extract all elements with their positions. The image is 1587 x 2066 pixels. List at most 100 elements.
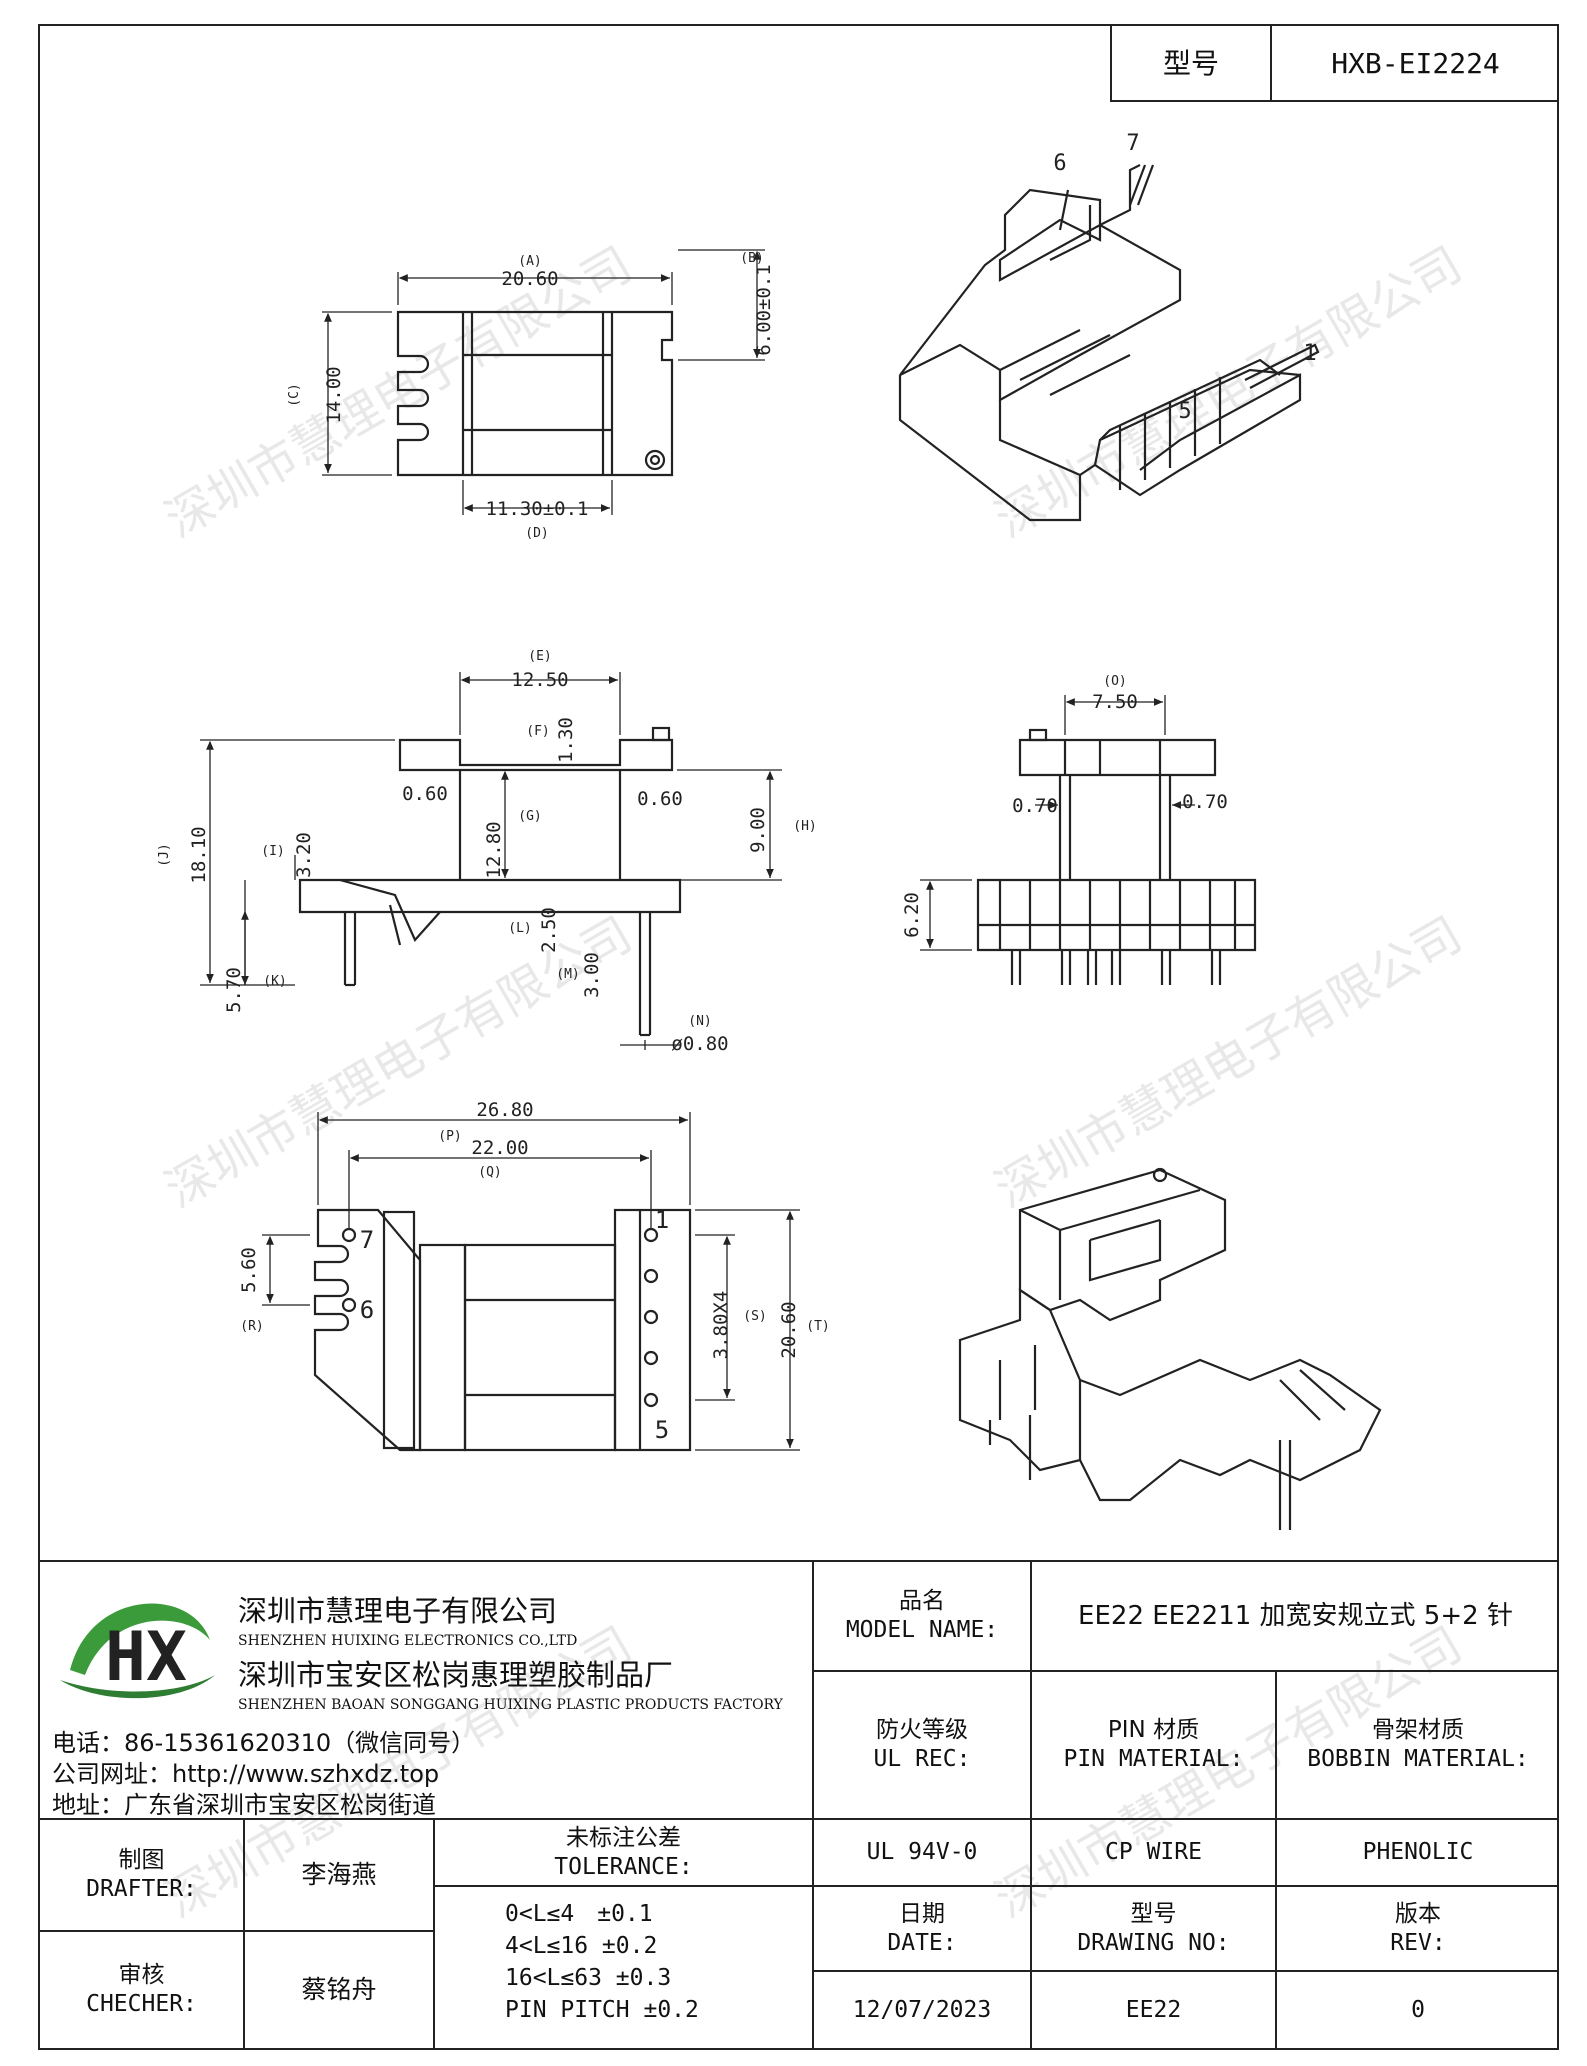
rev-label: 版本 REV: bbox=[1277, 1887, 1559, 1970]
side-gap-right: 0.70 bbox=[1182, 791, 1228, 813]
date-label-en: DATE: bbox=[887, 1929, 957, 1956]
model-value: HXB-EI2224 bbox=[1331, 46, 1500, 80]
company-name-en: SHENZHEN HUIXING ELECTRONICS CO.,LTD bbox=[238, 1633, 578, 1649]
tb-top bbox=[38, 1560, 1559, 1562]
tolerance-label-en: TOLERANCE: bbox=[554, 1853, 693, 1880]
tb-h4 bbox=[38, 1930, 434, 1932]
tb-v3 bbox=[1275, 1670, 1277, 2050]
gap-left: 0.60 bbox=[402, 783, 448, 805]
dim-m-tag: (M) bbox=[556, 967, 579, 982]
dim-s: 3.80X4 bbox=[710, 1291, 732, 1360]
ul-rec-label-cn: 防火等级 bbox=[876, 1717, 968, 1744]
dim-j: 18.10 bbox=[188, 826, 210, 883]
dim-n-tag: (N) bbox=[688, 1014, 711, 1029]
dim-g-tag: (G) bbox=[518, 809, 541, 824]
tolerance-item: 4<L≤16 ±0.2 bbox=[505, 1933, 658, 1959]
dim-e-tag: (E) bbox=[528, 649, 551, 664]
date-label-cn: 日期 bbox=[899, 1900, 945, 1927]
technical-drawing: (A) 20.60 (B) 6.00±0.1 (C) 14.00 11.30±0… bbox=[157, 131, 1382, 1530]
product-name-label-en: MODEL NAME: bbox=[845, 1617, 999, 1643]
dim-l: 2.50 bbox=[538, 907, 560, 953]
pin-7-label: 7 bbox=[360, 1226, 374, 1254]
dim-k: 5.70 bbox=[223, 967, 245, 1013]
dim-h-tag: (H) bbox=[793, 819, 816, 834]
company-phone: 电话：86-15361620310（微信同号） bbox=[52, 1729, 476, 1757]
dim-r: 5.60 bbox=[238, 1247, 260, 1293]
side-height: 6.20 bbox=[901, 892, 923, 938]
tb-v5 bbox=[433, 1818, 435, 2050]
rev-value: 0 bbox=[1411, 1996, 1425, 2023]
drawing-sheet bbox=[38, 24, 1559, 2050]
dim-o-tag: (O) bbox=[1103, 674, 1126, 689]
tb-v4 bbox=[243, 1818, 245, 2050]
dim-f: 1.30 bbox=[555, 717, 577, 763]
dim-c-tag: (C) bbox=[287, 383, 302, 406]
pin-material-label: PIN 材质 PIN MATERIAL: bbox=[1032, 1672, 1275, 1818]
dim-q-tag: (Q) bbox=[478, 1165, 501, 1180]
ul-rec-value: UL 94V-0 bbox=[866, 1839, 978, 1866]
top-view bbox=[322, 249, 765, 515]
tb-h2 bbox=[38, 1818, 1559, 1820]
drawing-no-label: 型号 DRAWING NO: bbox=[1032, 1887, 1275, 1970]
date-label: 日期 DATE: bbox=[814, 1887, 1030, 1970]
checker-label: 审核 CHECHER: bbox=[40, 1932, 243, 2048]
tolerance-list: 0<L≤4 ±0.1 4<L≤16 ±0.2 16<L≤63 ±0.3 PIN … bbox=[505, 1898, 699, 2026]
product-name-value: EE22 EE2211 加宽安规立式 5+2 针 bbox=[1078, 1600, 1513, 1631]
dim-m: 3.00 bbox=[581, 952, 603, 998]
header-divider bbox=[1110, 24, 1112, 102]
dim-r-tag: (R) bbox=[240, 1319, 263, 1334]
dim-o: 7.50 bbox=[1092, 691, 1138, 713]
dim-g: 12.80 bbox=[483, 821, 505, 878]
company-logo: HX bbox=[60, 1603, 215, 1699]
product-name-label-cn: 品名 bbox=[899, 1588, 945, 1615]
tb-h1 bbox=[812, 1670, 1559, 1672]
dim-b-tag: (B) bbox=[740, 251, 763, 266]
dim-t: 20.60 bbox=[778, 1301, 800, 1358]
iso-pin-6: 6 bbox=[1053, 151, 1066, 176]
dim-d-tag: (D) bbox=[525, 526, 548, 541]
company-name-cn: 深圳市慧理电子有限公司 bbox=[238, 1594, 558, 1628]
model-label: 型号 bbox=[1162, 46, 1219, 80]
tolerance-label-cn: 未标注公差 bbox=[566, 1824, 681, 1851]
side-view bbox=[920, 695, 1257, 985]
tolerance-item: 16<L≤63 ±0.3 bbox=[505, 1965, 672, 1991]
bobbin-material-label: 骨架材质 BOBBIN MATERIAL: bbox=[1277, 1672, 1559, 1818]
dim-k-tag: (K) bbox=[263, 974, 286, 989]
factory-name-en: SHENZHEN BAOAN SONGGANG HUIXING PLASTIC … bbox=[238, 1697, 783, 1713]
bobbin-material-label-cn: 骨架材质 bbox=[1372, 1717, 1464, 1744]
header-bottom bbox=[1110, 100, 1559, 102]
company-website[interactable]: 公司网址：http://www.szhxdz.top bbox=[52, 1760, 440, 1788]
dim-p-tag: (P) bbox=[438, 1129, 461, 1144]
dim-s-tag: (S) bbox=[743, 1309, 766, 1324]
dim-n: ø0.80 bbox=[671, 1033, 728, 1055]
drafter-value: 李海燕 bbox=[301, 1860, 377, 1890]
product-name-label: 品名 MODEL NAME: bbox=[814, 1562, 1030, 1670]
gap-right: 0.60 bbox=[637, 788, 683, 810]
header-mid bbox=[1270, 24, 1272, 102]
dim-f-tag: (F) bbox=[526, 724, 549, 739]
ul-rec-label: 防火等级 UL REC: bbox=[814, 1672, 1030, 1818]
dim-l-tag: (L) bbox=[508, 921, 531, 936]
tb-h5 bbox=[812, 1970, 1559, 1972]
dim-j-tag: (J) bbox=[157, 843, 172, 866]
checker-value: 蔡铭舟 bbox=[301, 1975, 377, 2005]
dim-i: 3.20 bbox=[293, 832, 315, 878]
iso-view-bottom bbox=[958, 1167, 1382, 1530]
tb-v2 bbox=[1030, 1560, 1032, 2050]
dim-b: 6.00±0.1 bbox=[753, 264, 775, 356]
drawing-no-value: EE22 bbox=[1125, 1996, 1182, 2023]
checker-label-en: CHECHER: bbox=[86, 1991, 197, 2017]
dim-a-tag: (A) bbox=[518, 254, 541, 269]
bobbin-material-label-en: BOBBIN MATERIAL: bbox=[1307, 1746, 1529, 1772]
bottom-view bbox=[262, 1112, 800, 1452]
logo-letters: HX bbox=[105, 1618, 187, 1697]
pin-material-label-en: PIN MATERIAL: bbox=[1063, 1746, 1244, 1772]
dim-i-tag: (I) bbox=[261, 844, 284, 859]
tolerance-item: PIN PITCH ±0.2 bbox=[505, 1997, 699, 2023]
pin-6-label: 6 bbox=[360, 1296, 374, 1324]
drafter-label-cn: 制图 bbox=[118, 1847, 165, 1874]
dim-a: 20.60 bbox=[501, 268, 558, 290]
rev-label-en: REV: bbox=[1390, 1929, 1446, 1956]
bobbin-material-value: PHENOLIC bbox=[1362, 1839, 1474, 1866]
iso-pin-7: 7 bbox=[1126, 131, 1139, 156]
